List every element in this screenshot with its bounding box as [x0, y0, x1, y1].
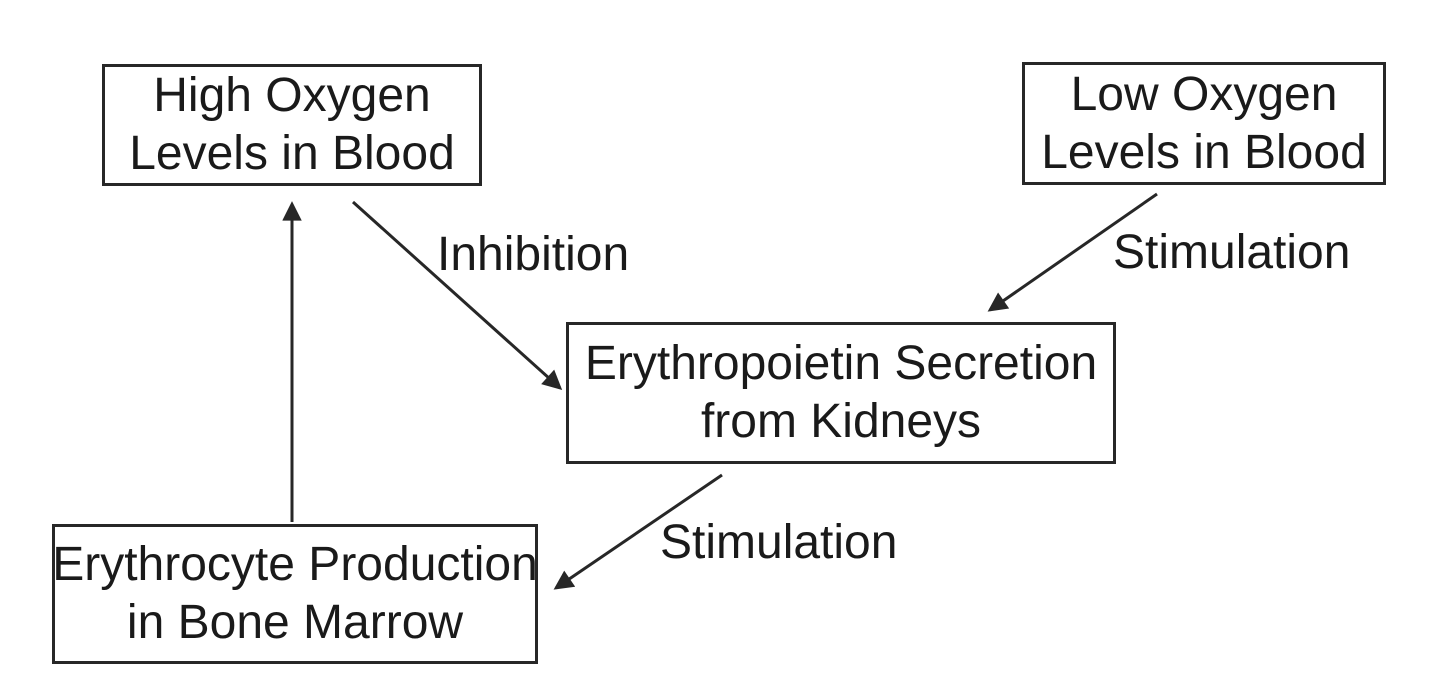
stimulation-low-to-epo-arrow — [987, 192, 1158, 312]
inhibition-label: Inhibition — [437, 228, 630, 281]
node-high-oxygen: High Oxygen Levels in Blood — [102, 64, 482, 186]
node-epo-secretion-line1: Erythropoietin Secretion — [584, 337, 1098, 391]
node-low-oxygen-line2: Levels in Blood — [1041, 125, 1367, 179]
node-erythrocyte-production-line2: in Bone Marrow — [126, 596, 464, 649]
node-low-oxygen-line1: Low Oxygen — [1070, 67, 1338, 121]
node-high-oxygen-line1: High Oxygen — [153, 69, 431, 123]
node-epo-secretion-line2: from Kidneys — [700, 395, 982, 448]
node-low-oxygen: Low Oxygen Levels in Blood — [1022, 62, 1386, 185]
stimulation-epo-to-marrow-arrow — [553, 473, 723, 590]
stimulation-epo-to-marrow-label: Stimulation — [660, 516, 898, 569]
inhibition-arrow — [351, 200, 563, 390]
node-high-oxygen-line2: Levels in Blood — [129, 127, 455, 180]
node-erythrocyte-production: Erythrocyte Production in Bone Marrow — [52, 524, 538, 664]
node-erythrocyte-production-line1: Erythrocyte Production — [52, 538, 538, 592]
stimulation-low-to-epo-label: Stimulation — [1113, 226, 1351, 279]
node-epo-secretion: Erythropoietin Secretion from Kidneys — [566, 322, 1116, 464]
